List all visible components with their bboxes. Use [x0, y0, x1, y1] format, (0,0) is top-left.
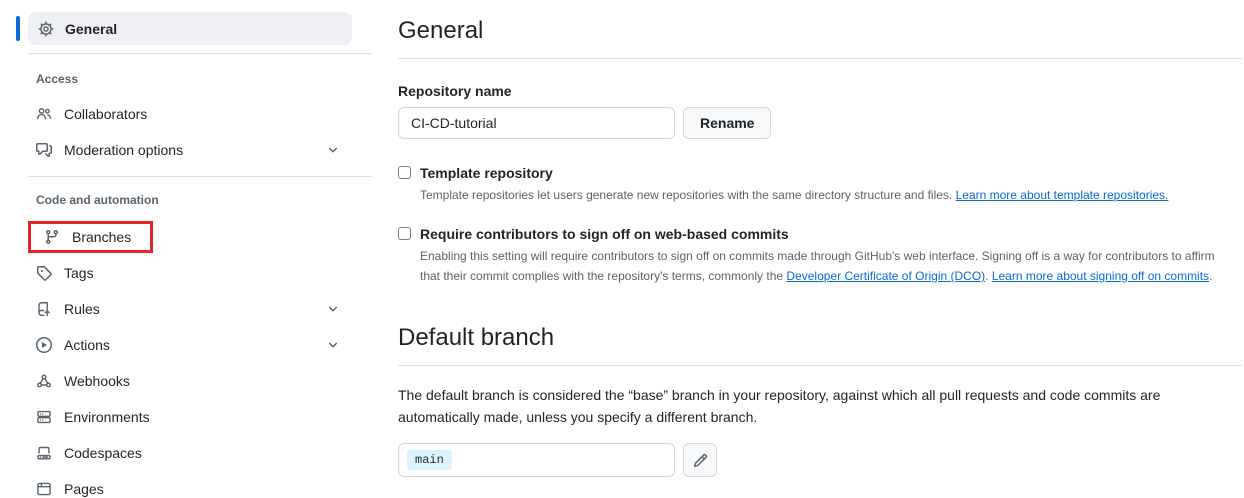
webhook-icon [36, 373, 52, 389]
repository-name-input[interactable] [398, 107, 675, 139]
rename-button[interactable]: Rename [683, 107, 772, 139]
section-divider [398, 365, 1242, 366]
git-branch-icon [44, 229, 60, 245]
selected-indicator [16, 16, 20, 41]
annotation-highlight-box: Branches [28, 221, 154, 253]
description-text: . [1209, 269, 1213, 283]
sidebar-item-label: Webhooks [64, 373, 130, 389]
template-repositories-link[interactable]: Learn more about template repositories. [955, 188, 1169, 202]
repository-name-label: Repository name [398, 83, 512, 99]
default-branch-description: The default branch is considered the “ba… [398, 387, 1161, 425]
template-repository-checkbox[interactable] [398, 166, 411, 179]
sidebar-divider [28, 53, 372, 54]
chevron-down-icon [326, 338, 340, 352]
chevron-down-icon [326, 302, 340, 316]
page-title: General [398, 17, 484, 44]
sidebar-item-tags[interactable]: Tags [28, 255, 352, 291]
default-branch-input[interactable]: main [398, 443, 675, 477]
repository-name-row: Rename [398, 107, 1218, 139]
sidebar-item-actions[interactable]: Actions [28, 327, 352, 363]
sidebar-item-environments[interactable]: Environments [28, 399, 352, 435]
sidebar-item-moderation-options[interactable]: Moderation options [28, 132, 352, 168]
browser-icon [36, 481, 52, 497]
settings-sidebar: General Access Collaborators Moderation … [0, 0, 372, 498]
sidebar-item-label: Collaborators [64, 106, 148, 122]
signoff-learn-more-link[interactable]: Learn more about signing off on commits [991, 269, 1210, 283]
signoff-label: Require contributors to sign off on web-… [420, 226, 789, 242]
sidebar-item-label: Tags [64, 265, 94, 281]
sidebar-item-codespaces[interactable]: Codespaces [28, 435, 352, 471]
template-repository-label: Template repository [420, 165, 553, 181]
sidebar-section-access: Access [36, 72, 79, 86]
comment-discussion-icon [36, 142, 52, 158]
description-text: . [985, 269, 992, 283]
sidebar-item-label: Pages [64, 481, 104, 497]
edit-branch-button[interactable] [683, 443, 717, 477]
sidebar-item-label: Actions [64, 337, 110, 353]
server-icon [36, 409, 52, 425]
sidebar-item-label: Branches [72, 229, 132, 245]
sidebar-item-rules[interactable]: Rules [28, 291, 352, 327]
sidebar-item-general[interactable]: General [28, 12, 352, 45]
description-text: Template repositories let users generate… [420, 188, 953, 202]
dco-link[interactable]: Developer Certificate of Origin (DCO) [786, 269, 986, 283]
branch-token: main [407, 450, 452, 470]
section-divider [398, 58, 1242, 59]
signoff-row: Require contributors to sign off on web-… [398, 225, 1218, 286]
people-icon [36, 106, 52, 122]
sidebar-item-label: Environments [64, 409, 150, 425]
signoff-description: Enabling this setting will require contr… [420, 246, 1218, 286]
default-branch-row: main [398, 443, 1218, 477]
default-branch-title: Default branch [398, 324, 555, 351]
sidebar-divider [28, 176, 372, 177]
pencil-icon [693, 453, 708, 468]
template-repository-row: Template repository Template repositorie… [398, 164, 1218, 205]
sidebar-item-webhooks[interactable]: Webhooks [28, 363, 352, 399]
play-icon [36, 337, 52, 353]
sidebar-item-label: Codespaces [64, 445, 142, 461]
chevron-down-icon [326, 143, 340, 157]
sidebar-section-code-automation: Code and automation [36, 193, 159, 207]
sidebar-item-branches[interactable]: Branches [28, 219, 352, 255]
signoff-checkbox[interactable] [398, 227, 411, 240]
sidebar-item-label: Moderation options [64, 142, 184, 158]
codespaces-icon [36, 445, 52, 461]
general-settings-panel: General Repository name Rename Template … [372, 0, 1242, 498]
description-text: Enabling this setting will require contr… [420, 249, 1215, 283]
gear-icon [38, 20, 54, 37]
sidebar-item-label: Rules [64, 301, 100, 317]
sidebar-item-pages[interactable]: Pages [28, 471, 352, 498]
repo-push-icon [36, 301, 52, 317]
sidebar-item-collaborators[interactable]: Collaborators [28, 96, 352, 132]
template-repository-description: Template repositories let users generate… [420, 185, 1168, 205]
tag-icon [36, 265, 52, 281]
sidebar-item-label: General [65, 20, 118, 37]
